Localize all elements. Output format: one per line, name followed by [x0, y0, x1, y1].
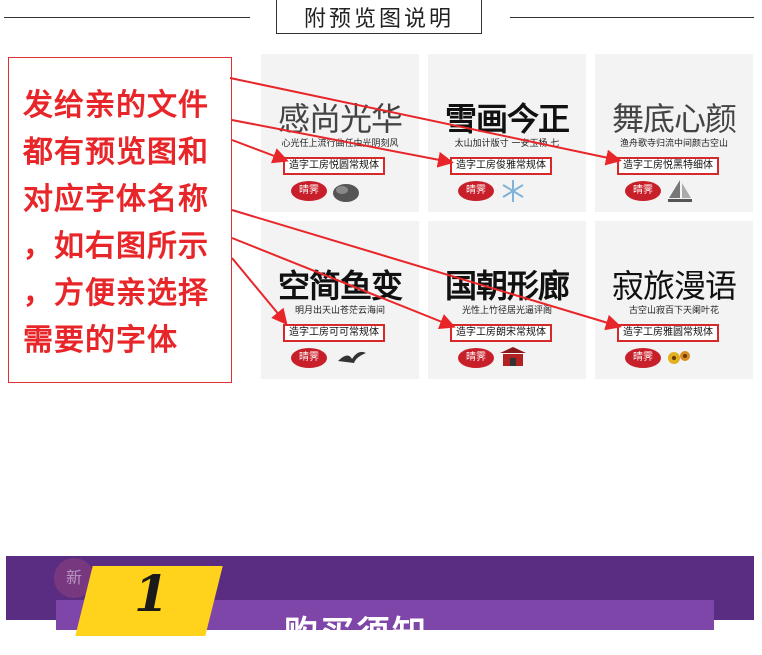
font-preview-card[interactable]: 国朝形廊 光性上竹径居光逼评阁 造字工房朗宋常规体 晴霁: [428, 221, 586, 379]
font-preview-card[interactable]: 寂旅漫语 古空山寂百下天阑叶花 造字工房雅圆常规体 晴霁: [595, 221, 753, 379]
header-rule-left: [4, 17, 250, 18]
font-name-label: 造字工房可可常规体: [283, 324, 385, 342]
font-preview-text: 雪画今正: [444, 100, 570, 138]
note-line: ，方便亲选择: [23, 276, 209, 311]
font-preview-text: 空简鱼变: [277, 267, 403, 305]
font-name-label: 造字工房悦圆常规体: [283, 157, 385, 175]
font-preview-subtext: 明月出天山苍茫云海间: [294, 306, 385, 316]
seal-tag: 晴霁: [625, 348, 661, 368]
font-preview-card[interactable]: 雪画今正 太山加计版寸 一安玉杨 七 造字工房俊雅常规体 晴霁: [428, 54, 586, 212]
font-preview-subtext: 古空山寂百下天阑叶花: [628, 306, 719, 316]
note-line: 对应字体名称: [23, 182, 209, 217]
font-name-label: 造字工房朗宋常规体: [450, 324, 552, 342]
seal-tag: 晴霁: [625, 181, 661, 201]
font-preview-card[interactable]: 舞底心颜 渔舟歌寺归流中间颜古空山 造字工房悦黑特细体 晴霁: [595, 54, 753, 212]
font-name-label: 造字工房俊雅常规体: [450, 157, 552, 175]
font-preview-card[interactable]: 空简鱼变 明月出天山苍茫云海间 造字工房可可常规体 晴霁: [261, 221, 419, 379]
font-name-label: 造字工房雅圆常规体: [617, 324, 719, 342]
section-number: 1: [134, 564, 169, 623]
font-preview-subtext: 渔舟歌寺归流中间颜古空山: [619, 139, 728, 149]
section-heading: 购买须知: [284, 614, 428, 654]
font-preview-subtext: 光性上竹径居光逼评阁: [461, 306, 552, 316]
font-preview-subtext: 太山加计版寸 一安玉杨 七: [454, 139, 560, 149]
note-line: 都有预览图和: [23, 135, 209, 170]
note-line: ，如右图所示: [23, 229, 209, 264]
seal-tag: 晴霁: [458, 348, 494, 368]
rock-icon: [333, 184, 359, 202]
seal-tag: 晴霁: [291, 181, 327, 201]
sailboat-icon: [668, 180, 692, 202]
flower-icon: [668, 351, 690, 364]
pavilion-icon: [500, 347, 526, 366]
font-preview-card[interactable]: 感尚光华 心光任上流行曲任由光阴刻风 造字工房悦圆常规体 晴霁: [261, 54, 419, 212]
font-preview-text: 国朝形廊: [444, 267, 570, 305]
font-preview-subtext: 心光任上流行曲任由光阴刻风: [281, 139, 399, 149]
instruction-note: 发给亲的文件 都有预览图和 对应字体名称 ，如右图所示 ，方便亲选择 需要的字体: [8, 57, 232, 383]
note-line: 需要的字体: [23, 323, 178, 358]
seal-tag: 晴霁: [458, 181, 494, 201]
bird-icon: [338, 351, 366, 363]
seal-tag: 晴霁: [291, 348, 327, 368]
note-line: 发给亲的文件: [23, 88, 209, 123]
header-rule-right: [510, 17, 754, 18]
page-title: 附预览图说明: [276, 0, 482, 34]
font-preview-text: 寂旅漫语: [611, 267, 737, 305]
font-name-label: 造字工房悦黑特细体: [617, 157, 719, 175]
font-preview-text: 感尚光华: [277, 100, 403, 138]
font-preview-text: 舞底心颜: [611, 100, 737, 138]
snowflake-icon: [502, 180, 524, 202]
next-section-banner: 新 1 购买须知: [6, 556, 754, 654]
